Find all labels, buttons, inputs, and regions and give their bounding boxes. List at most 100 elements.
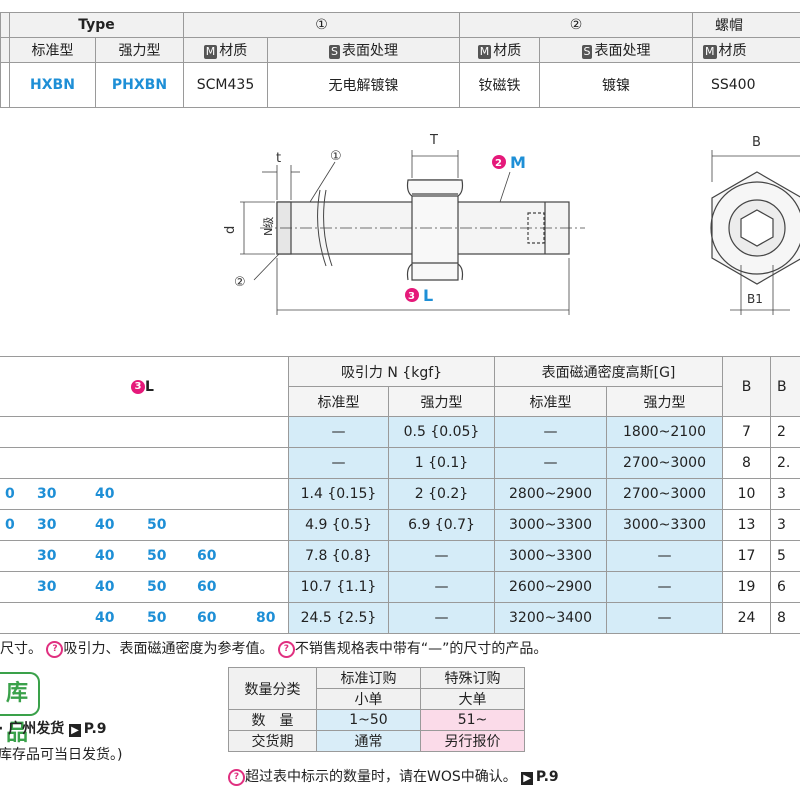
surface-value-2: 镀镍 (539, 62, 693, 108)
l-value[interactable]: 40 (95, 486, 115, 502)
note-not-sold: 不销售规格表中带有“—”的尺寸的产品。 (294, 641, 548, 657)
l-value[interactable]: 80 (256, 610, 276, 626)
l-value[interactable]: 30 (37, 517, 57, 533)
b-value: 10 (722, 478, 771, 510)
flux-standard: 3000~3300 (494, 509, 607, 541)
l-value[interactable]: 0 (5, 517, 15, 533)
l-value[interactable]: 60 (197, 579, 217, 595)
l-values: 30 40 50 60 (0, 571, 289, 603)
special-order-header: 特殊订购 (420, 667, 525, 689)
m-badge: M (203, 45, 218, 59)
material-value-2: 钕磁铁 (459, 62, 540, 108)
l-value[interactable]: 50 (147, 517, 167, 533)
standard-code[interactable]: HXBN (9, 62, 96, 108)
l-value[interactable]: 50 (147, 610, 167, 626)
flux-standard: 3200~3400 (494, 602, 607, 634)
page-ref[interactable]: P.9 (83, 721, 107, 737)
strong-code[interactable]: PHXBN (95, 62, 184, 108)
l-values: 30 40 50 60 (0, 540, 289, 572)
ship-text: · 广州发货 (0, 721, 65, 737)
l-values (0, 447, 289, 479)
suction-standard-header: 标准型 (288, 386, 389, 417)
b1-value: 5 (770, 540, 800, 572)
b-value: 13 (722, 509, 771, 541)
suction-standard: — (288, 447, 389, 479)
label-L: L (423, 286, 433, 305)
l-value[interactable]: 30 (37, 486, 57, 502)
flux-standard: — (494, 447, 607, 479)
l-value[interactable]: 60 (197, 548, 217, 564)
footer-page-ref[interactable]: P.9 (535, 769, 559, 785)
qty-small-value: 1~50 (316, 709, 421, 731)
l-values: 0 30 40 (0, 478, 289, 510)
strong-type-header: 强力型 (95, 37, 184, 63)
standard-type-header: 标准型 (9, 37, 96, 63)
delivery-small-value: 通常 (316, 730, 421, 752)
b1-value: 2 (770, 416, 800, 448)
s-badge: S (329, 45, 340, 59)
label-B1: B1 (747, 292, 763, 306)
large-order-header: 大单 (420, 688, 525, 710)
l-value[interactable]: 30 (37, 579, 57, 595)
l-value[interactable]: 40 (95, 610, 115, 626)
flux-standard-header: 标准型 (494, 386, 607, 417)
b1-value: 2. (770, 447, 800, 479)
suction-strong: 2 {0.2} (388, 478, 495, 510)
flux-strong: 2700~3000 (606, 447, 723, 479)
l-value[interactable]: 40 (95, 517, 115, 533)
label-M: M (510, 153, 526, 172)
b-value: 17 (722, 540, 771, 572)
flux-strong: 1800~2100 (606, 416, 723, 448)
suction-standard: 24.5 {2.5} (288, 602, 389, 634)
b-value: 7 (722, 416, 771, 448)
l-value[interactable]: 40 (95, 579, 115, 595)
material-value-3: SS400 (692, 62, 800, 108)
flux-strong: — (606, 540, 723, 572)
l-value[interactable]: 60 (197, 610, 217, 626)
flux-strong-header: 强力型 (606, 386, 723, 417)
label-part2: ② (234, 275, 246, 290)
page-ref-icon[interactable]: ▶ (521, 772, 533, 785)
l-values (0, 416, 289, 448)
part1-header: ① (183, 12, 460, 38)
suction-standard: 1.4 {0.15} (288, 478, 389, 510)
b1-value: 3 (770, 478, 800, 510)
svg-text:2: 2 (495, 158, 502, 169)
suction-strong: — (388, 602, 495, 634)
l-value[interactable]: 40 (95, 548, 115, 564)
qty-label: 数 量 (228, 709, 317, 731)
bolt-drawing: t T ① ② d N级 2 M 3 L B B1 (223, 133, 800, 315)
flux-standard: 2600~2900 (494, 571, 607, 603)
b1-value: 8 (770, 602, 800, 634)
l-values: 40 50 60 80 (0, 602, 289, 634)
delivery-large-value: 另行报价 (420, 730, 525, 752)
suction-strong: — (388, 571, 495, 603)
l-value[interactable]: 0 (5, 486, 15, 502)
material-value-1: SCM435 (183, 62, 268, 108)
l-value[interactable]: 30 (37, 548, 57, 564)
pin-icon: ? (46, 640, 64, 658)
small-order-header: 小单 (316, 688, 421, 710)
page-ref-icon[interactable]: ▶ (69, 724, 81, 737)
flux-strong: 3000~3300 (606, 509, 723, 541)
b-value: 8 (722, 447, 771, 479)
nut-header: 螺帽 (692, 12, 800, 38)
label-n-grade: N级 (262, 217, 275, 236)
flux-standard: 2800~2900 (494, 478, 607, 510)
l-value[interactable]: 50 (147, 579, 167, 595)
flux-strong: 2700~3000 (606, 478, 723, 510)
l-value[interactable]: 50 (147, 548, 167, 564)
footer-note: ?超过表中标示的数量时，请在WOS中确认。 ▶P.9 (228, 766, 559, 786)
